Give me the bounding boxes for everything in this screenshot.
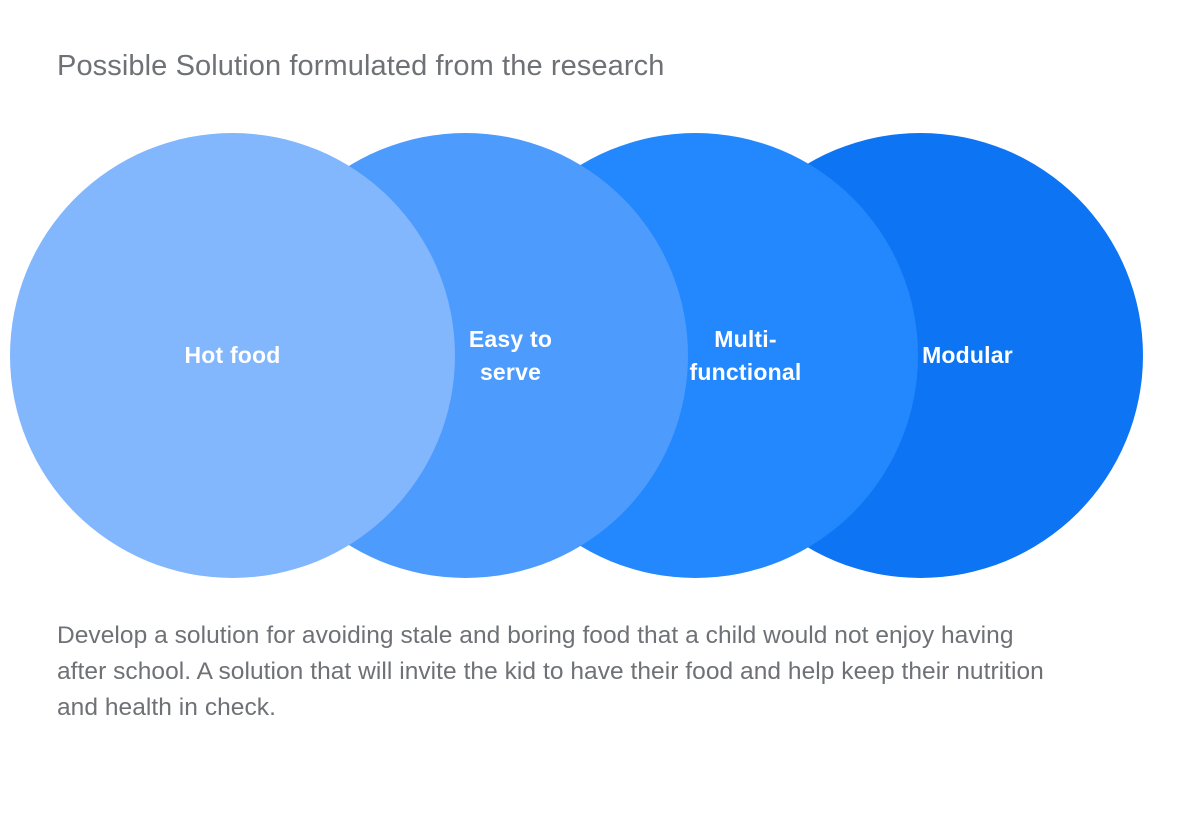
venn-label-multifunctional: Multi- functional xyxy=(689,325,802,385)
venn-diagram: Hot food Easy to serve Multi- functional… xyxy=(10,133,1143,578)
description-block: Develop a solution for avoiding stale an… xyxy=(57,618,1057,725)
venn-label-modular: Modular xyxy=(922,342,1013,369)
description-text: Develop a solution for avoiding stale an… xyxy=(57,622,1044,721)
venn-label-easy-to-serve: Easy to serve xyxy=(468,325,553,385)
page-title: Possible Solution formulated from the re… xyxy=(57,50,665,82)
venn-label-hot-food: Hot food xyxy=(184,342,281,369)
venn-circle-hot-food[interactable]: Hot food xyxy=(10,133,455,578)
